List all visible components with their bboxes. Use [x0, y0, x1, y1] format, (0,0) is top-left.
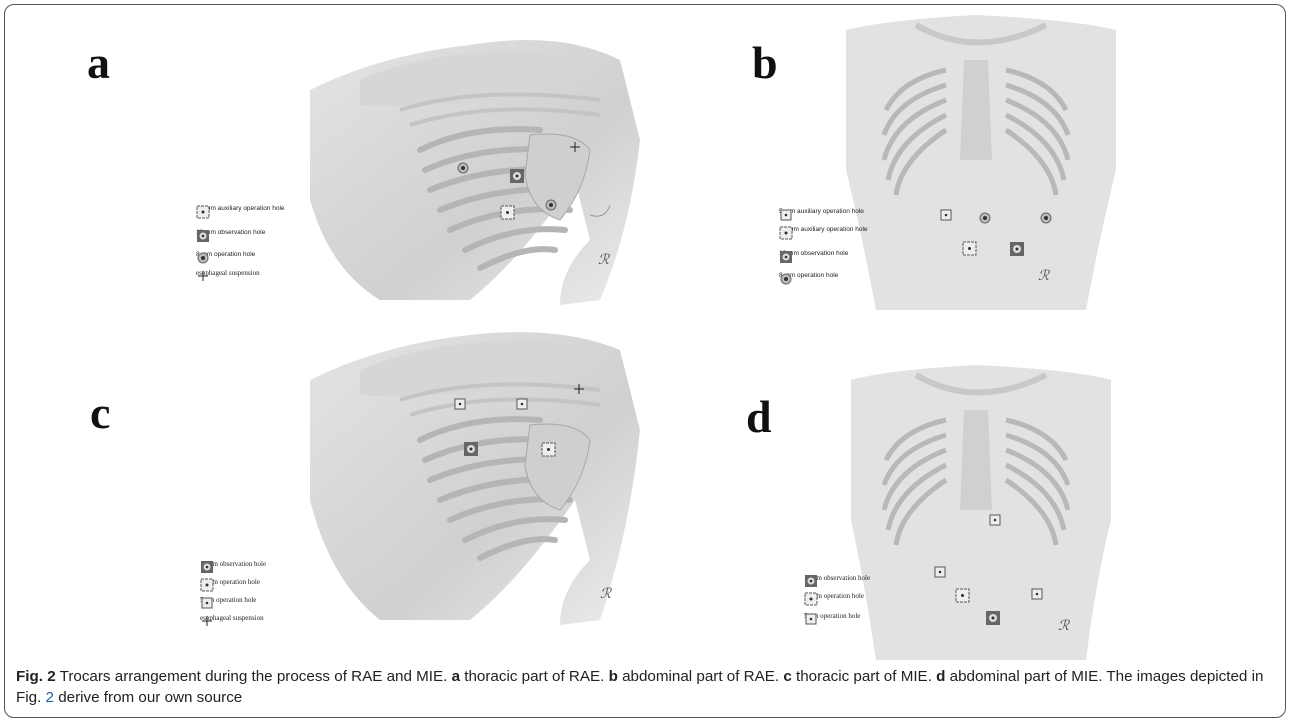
figure-reference-link[interactable]: 2	[46, 689, 54, 706]
torso-illustration	[646, 0, 1292, 330]
torso-illustration	[646, 330, 1292, 660]
caption-text: derive from our own source	[54, 689, 242, 706]
auxiliary-hole-icon	[196, 205, 210, 219]
caption-text: thoracic part of RAE.	[460, 668, 609, 685]
observation-hole-icon	[196, 229, 210, 243]
panel-letter: d	[746, 394, 772, 440]
suspension-marker	[570, 142, 580, 152]
caption-panel-label: b	[609, 668, 618, 685]
panel-d: d 12mm observation hole 12mm operation h…	[646, 330, 1292, 660]
suspension-icon	[196, 269, 210, 283]
artist-signature: ℛ	[1058, 618, 1069, 634]
operation-hole-8mm-icon	[196, 251, 210, 265]
operation-hole-5mm-icon	[200, 596, 214, 610]
trocar-marker-5mm	[934, 566, 946, 578]
caption-panel-label: c	[783, 668, 791, 685]
caption-text: abdominal part of RAE.	[618, 668, 783, 685]
panel-letter: b	[752, 40, 778, 86]
trocar-marker-operation	[541, 442, 556, 457]
trocar-marker-observation	[509, 168, 525, 184]
trocar-marker-5mm	[940, 209, 952, 221]
observation-hole-icon	[200, 560, 214, 574]
trocar-marker-5mm	[454, 398, 466, 410]
trocar-marker-5mm	[1031, 588, 1043, 600]
operation-hole-icon	[804, 592, 818, 606]
panel-letter: a	[87, 40, 110, 86]
panel-a: a 12 mm auxiliary operation hole 12 mm o…	[0, 0, 646, 330]
trocar-marker-observation	[1009, 241, 1025, 257]
trocar-marker-observation	[985, 610, 1001, 626]
panel-c: c 12mm observation hole 12mm operation h…	[0, 330, 646, 660]
caption-panel-label: a	[452, 668, 460, 685]
operation-hole-8mm-icon	[779, 272, 793, 286]
operation-hole-icon	[200, 578, 214, 592]
suspension-icon	[200, 614, 214, 628]
caption-label: Fig. 2	[16, 668, 56, 685]
trocar-marker-5mm	[516, 398, 528, 410]
suspension-marker	[574, 384, 584, 394]
auxiliary-hole-5mm-icon	[779, 208, 793, 222]
observation-hole-icon	[779, 250, 793, 264]
operation-hole-5mm-icon	[804, 612, 818, 626]
trocar-marker-8mm	[545, 199, 557, 211]
observation-hole-icon	[804, 574, 818, 588]
thorax-illustration	[0, 330, 646, 660]
trocar-marker-auxiliary	[500, 205, 515, 220]
artist-signature: ℛ	[600, 586, 611, 602]
caption-text: thoracic part of MIE.	[792, 668, 936, 685]
artist-signature: ℛ	[1038, 268, 1049, 284]
auxiliary-hole-icon	[779, 226, 793, 240]
trocar-marker-8mm	[457, 162, 469, 174]
trocar-marker-operation	[955, 588, 970, 603]
panel-letter: c	[90, 390, 110, 436]
trocar-marker-auxiliary	[962, 241, 977, 256]
figure-caption: Fig. 2 Trocars arrangement during the pr…	[16, 666, 1278, 708]
trocar-marker-observation	[463, 441, 479, 457]
trocar-marker-8mm	[979, 212, 991, 224]
caption-text: Trocars arrangement during the process o…	[56, 668, 452, 685]
trocar-marker-5mm	[989, 514, 1001, 526]
trocar-marker-8mm	[1040, 212, 1052, 224]
artist-signature: ℛ	[598, 252, 609, 268]
panel-b: b 5 mm auxiliary operation hole 12 mm au…	[646, 0, 1292, 330]
